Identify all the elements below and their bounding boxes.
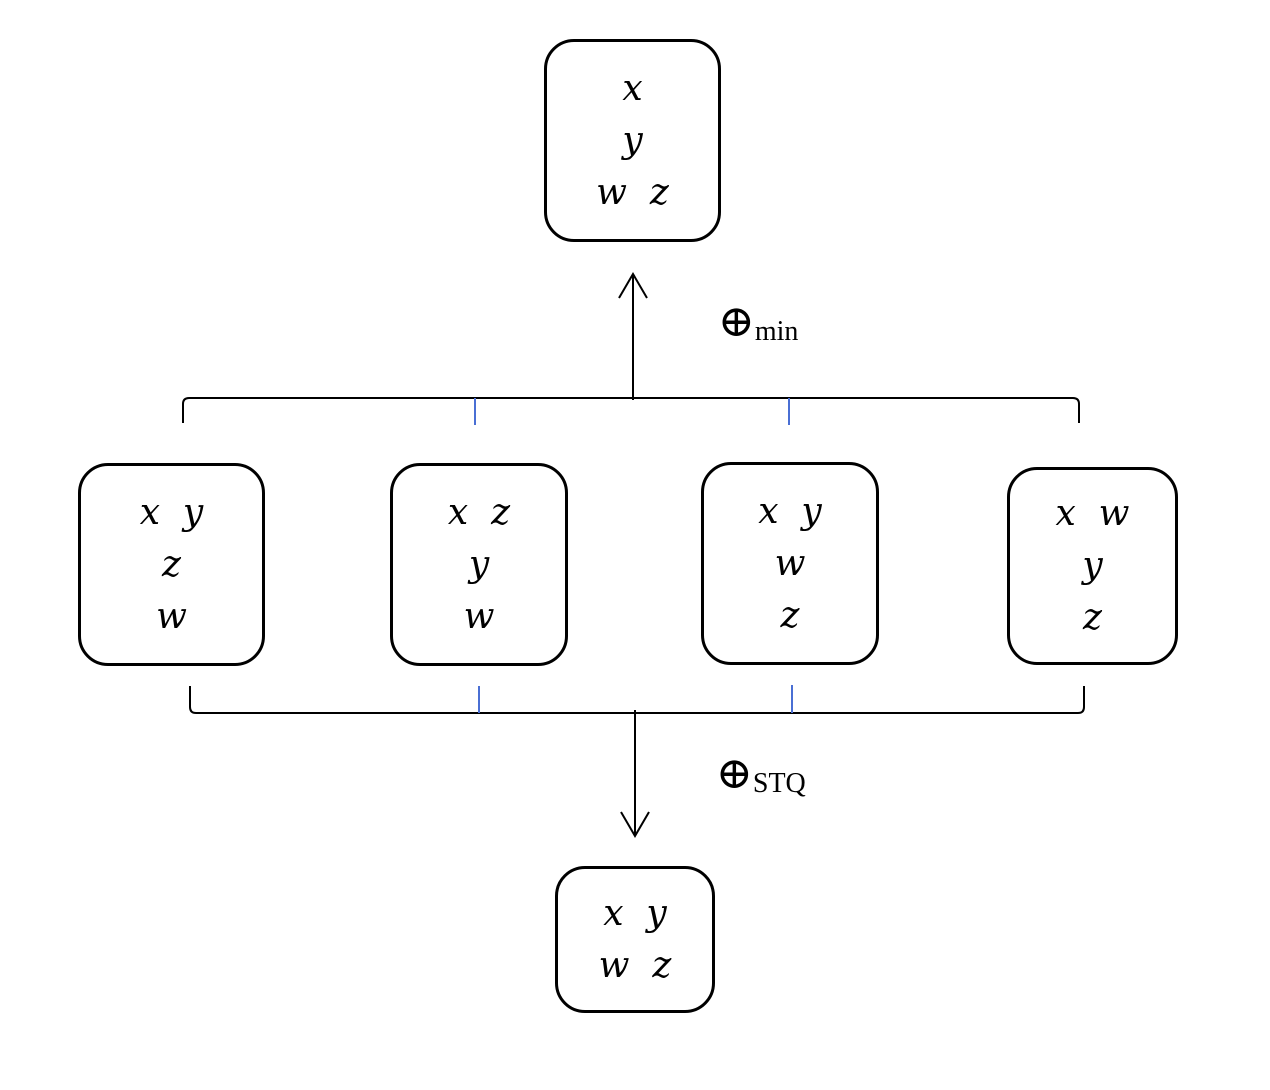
box-row: x y bbox=[603, 892, 667, 934]
box-row: w bbox=[463, 595, 495, 637]
middle-box-1: x y z w bbox=[78, 463, 265, 666]
oplus-symbol: ⊕ bbox=[718, 297, 755, 346]
top-result-box: x y w z bbox=[544, 39, 721, 242]
box-row: w bbox=[156, 595, 187, 637]
arrow-up-head bbox=[618, 272, 648, 299]
oplus-symbol: ⊕ bbox=[716, 749, 753, 798]
box-row: x y bbox=[758, 490, 822, 532]
box-row: z bbox=[780, 594, 800, 636]
box-row: z bbox=[162, 543, 181, 585]
box-row: w z bbox=[596, 171, 669, 213]
box-row: x w bbox=[1055, 493, 1130, 534]
middle-box-3: x y w z bbox=[701, 462, 879, 665]
bottom-result-box: x y w z bbox=[555, 866, 715, 1013]
box-row: x y bbox=[139, 491, 204, 533]
middle-box-4: x w y z bbox=[1007, 467, 1178, 665]
box-row: w z bbox=[598, 944, 672, 986]
box-row: y bbox=[468, 543, 490, 585]
operator-stq-label: ⊕ STQ bbox=[716, 749, 806, 799]
operator-subscript: STQ bbox=[752, 768, 806, 799]
arrow-down-head bbox=[620, 811, 650, 838]
box-row: x bbox=[622, 67, 643, 109]
lower-bracket bbox=[189, 686, 1085, 714]
operator-min-label: ⊕ min bbox=[718, 297, 799, 347]
operator-subscript: min bbox=[754, 316, 799, 347]
middle-box-2: x z y w bbox=[390, 463, 568, 666]
box-row: w bbox=[774, 542, 806, 584]
box-row: z bbox=[1083, 597, 1102, 638]
upper-bracket bbox=[182, 397, 1080, 423]
box-row: x z bbox=[447, 491, 511, 533]
box-row: y bbox=[1082, 545, 1103, 586]
box-row: y bbox=[622, 119, 643, 161]
